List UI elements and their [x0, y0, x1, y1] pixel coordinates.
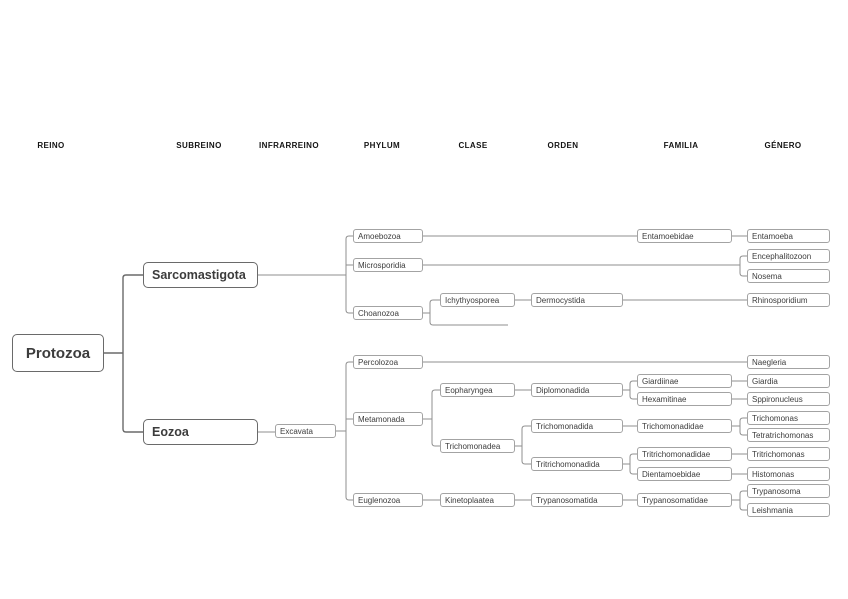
node-trypanosomatida: Trypanosomatida	[531, 493, 623, 507]
node-trichomonadea: Trichomonadea	[440, 439, 515, 453]
node-rhinosporidium: Rhinosporidium	[747, 293, 830, 307]
node-eozoa: Eozoa	[143, 419, 258, 445]
node-hexamitinae: Hexamitinae	[637, 392, 732, 406]
node-percolozoa: Percolozoa	[353, 355, 423, 369]
node-leishmania: Leishmania	[747, 503, 830, 517]
node-trypanosomatidae: Trypanosomatidae	[637, 493, 732, 507]
node-tritrichomonadidae: Tritrichomonadidae	[637, 447, 732, 461]
column-header-infrarreino: INFRARREINO	[259, 141, 319, 150]
node-microsporidia: Microsporidia	[353, 258, 423, 272]
node-euglenozoa: Euglenozoa	[353, 493, 423, 507]
connector-trichomonadea-branch	[515, 425, 531, 465]
node-trichomonas: Trichomonas	[747, 411, 830, 425]
connector-trichomonadidae-branch	[732, 417, 747, 436]
column-header-orden: ORDEN	[547, 141, 579, 150]
node-nosema: Nosema	[747, 269, 830, 283]
column-header-clase: CLASE	[458, 141, 488, 150]
node-diplomonadida: Diplomonadida	[531, 383, 623, 397]
node-trichomonadidae: Trichomonadidae	[637, 419, 732, 433]
node-eopharyngea: Eopharyngea	[440, 383, 515, 397]
node-metamonada: Metamonada	[353, 412, 423, 426]
node-tetratrichomonas: Tetratrichomonas	[747, 428, 830, 442]
node-dientamoebidae: Dientamoebidae	[637, 467, 732, 481]
connector-tritrichomonadida-branch	[623, 453, 637, 475]
node-tritrichomonadida: Tritrichomonadida	[531, 457, 623, 471]
node-dermocystida: Dermocystida	[531, 293, 623, 307]
node-giardiinae: Giardiinae	[637, 374, 732, 388]
column-header-phylum: PHYLUM	[363, 141, 401, 150]
node-trypanosoma: Trypanosoma	[747, 484, 830, 498]
node-sppironucleus: Sppironucleus	[747, 392, 830, 406]
connector-sarcomastigota-branch	[258, 235, 353, 314]
node-ichythyosporea: Ichythyosporea	[440, 293, 515, 307]
connector-microsporidia-branch	[423, 255, 747, 277]
connector-diplomonadida-branch	[623, 380, 637, 400]
node-amoebozoa: Amoebozoa	[353, 229, 423, 243]
node-entamoeba: Entamoeba	[747, 229, 830, 243]
connector-excavata-branch	[336, 361, 353, 501]
connector-trypanosomatidae-branch	[732, 490, 747, 511]
node-entamoebidae: Entamoebidae	[637, 229, 732, 243]
column-header-subreino: SUBREINO	[176, 141, 222, 150]
node-naegleria: Naegleria	[747, 355, 830, 369]
node-excavata: Excavata	[275, 424, 336, 438]
column-header-genero: GÉNERO	[764, 141, 802, 150]
connector-protozoa-branch	[104, 274, 143, 433]
node-choanozoa: Choanozoa	[353, 306, 423, 320]
node-protozoa: Protozoa	[12, 334, 104, 372]
connector-choanozoa-branch	[423, 299, 508, 326]
column-header-reino: REINO	[37, 141, 65, 150]
node-kinetoplaatea: Kinetoplaatea	[440, 493, 515, 507]
node-tritrichomonas: Tritrichomonas	[747, 447, 830, 461]
node-sarcomastigota: Sarcomastigota	[143, 262, 258, 288]
connector-metamonada-branch	[423, 389, 440, 447]
node-histomonas: Histomonas	[747, 467, 830, 481]
node-encephalitozoon: Encephalitozoon	[747, 249, 830, 263]
node-trichomonadida: Trichomonadida	[531, 419, 623, 433]
column-header-familia: FAMILIA	[663, 141, 699, 150]
node-giardia: Giardia	[747, 374, 830, 388]
